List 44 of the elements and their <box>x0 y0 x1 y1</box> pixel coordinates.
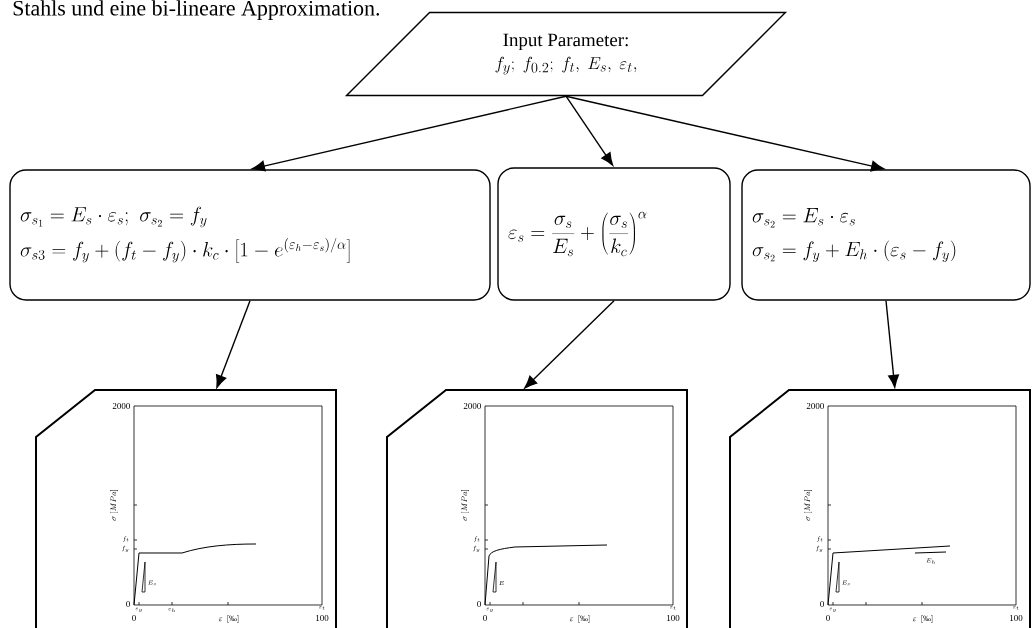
symbol-label: $\varepsilon_y$ <box>829 607 836 613</box>
tick-label: 0 <box>826 614 830 621</box>
formula-box: $\sigma_{s_1} = E_s\cdot\varepsilon_s;\ \sigma_{s_2} = f_y$ $\sigma_{s3} = f_y + \left(f_t - f_y\right)\cdot k_c\cdot\left[1 - e^{(\varepsilon_h-\varepsilon_s)/\alpha}\right]$ <box>9 169 491 301</box>
symbol-label: $E_h$ <box>926 558 936 564</box>
symbol-label: $\varepsilon_y$ <box>486 607 493 613</box>
tick-label: 0 <box>126 600 130 607</box>
axis-label: $\varepsilon\ \ [\mbox{‰}]$ <box>218 615 239 623</box>
axis-label: $\sigma\ [MPa]$ <box>461 490 469 521</box>
axis-label: $\varepsilon\ \ [\mbox{‰}]$ <box>912 615 933 623</box>
symbol-label: $\varepsilon_t$ <box>1013 606 1019 610</box>
arrow <box>565 95 885 172</box>
symbol-label: $\varepsilon_t$ <box>670 606 676 610</box>
axis-label: $\sigma\ [MPa]$ <box>804 490 812 521</box>
tick-label: 0 <box>820 600 824 607</box>
symbol-label: $f_y$ <box>472 545 480 553</box>
tick-label: 2000 <box>463 402 481 410</box>
formula-box: $\sigma_{s_2} = E_s\cdot\varepsilon_s$ $\sigma_{s_2} = f_y + E_h\cdot(\varepsilon_s - f_y)$ <box>741 169 1031 301</box>
symbol-label: $\varepsilon_h$ <box>168 607 176 612</box>
tick-label: 0 <box>483 614 487 621</box>
symbol-label: $\varepsilon_t$ <box>319 606 325 610</box>
tick-label: 100 <box>667 614 680 621</box>
symbol-label: $f_t$ <box>122 536 129 542</box>
symbol-label: $E_s$ <box>148 580 156 586</box>
symbol-label: $f_t$ <box>473 536 480 542</box>
arrow <box>524 300 615 389</box>
tick-label: 2000 <box>112 402 130 410</box>
arrow <box>216 300 251 388</box>
tick-label: 2000 <box>806 402 824 410</box>
tick-label: 100 <box>316 614 329 621</box>
arrow <box>251 95 567 172</box>
axis-label: $\sigma\ [MPa]$ <box>110 490 118 521</box>
symbol-label: $E$ <box>499 580 504 586</box>
tick-label: 0 <box>477 600 481 607</box>
tick-label: 100 <box>1010 614 1023 621</box>
axis-label: $\varepsilon\ \ [\mbox{‰}]$ <box>569 615 590 623</box>
tick-label: 0 <box>132 614 136 621</box>
symbol-label: $f_t$ <box>816 536 823 542</box>
symbol-label: $f_y$ <box>121 545 129 553</box>
formula-box: $\varepsilon_s = \frac{\sigma_s}{E_s} + \left(\frac{\sigma_s}{k_c}\right)^{\alpha}$ <box>497 167 731 301</box>
symbol-label: $\varepsilon_y$ <box>135 607 142 613</box>
symbol-label: $E_s$ <box>842 580 850 586</box>
arrow <box>565 95 614 166</box>
arrow <box>885 300 899 388</box>
symbol-label: $f_y$ <box>815 545 823 553</box>
